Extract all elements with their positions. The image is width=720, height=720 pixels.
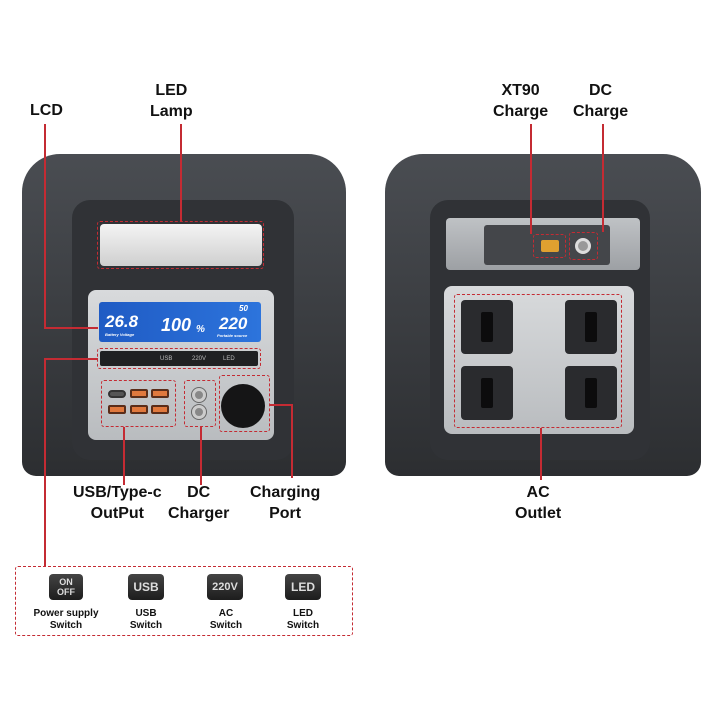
label-line: Lamp (150, 103, 193, 120)
label-line: AC (218, 608, 234, 619)
power-switch-icon: ON OFF (49, 574, 83, 600)
ac-button[interactable]: 220V (192, 356, 207, 362)
percent-unit: % (196, 324, 205, 335)
battery-voltage-label: Battery Voltage (105, 332, 135, 337)
label-line: Charge (493, 103, 549, 120)
output-label: Portable source (217, 333, 248, 338)
label-line: XT90 (501, 82, 540, 99)
label-line: DC (589, 82, 613, 99)
dc-port-1 (192, 388, 206, 402)
label-line: AC (526, 484, 550, 501)
usb-switch-icon: USB (128, 574, 164, 600)
ac-switch-icon: 220V (207, 574, 243, 600)
charging-port-cap (221, 384, 265, 428)
label-line: USB (135, 608, 157, 619)
type-c-port (108, 390, 126, 398)
led-button[interactable]: LED (223, 356, 235, 362)
label-dc-charger: DC Charger (168, 482, 229, 524)
label-line: Switch (209, 620, 243, 631)
switch-legend (15, 566, 353, 636)
lcd-screen: 26.8 Battery Voltage 100 % 220 Portable … (99, 302, 261, 342)
label-led-lamp: LED Lamp (150, 80, 193, 122)
frequency: 50 (239, 304, 248, 313)
output-voltage: 220 (219, 314, 248, 333)
label-lcd: LCD (30, 102, 63, 119)
battery-percent: 100 (161, 315, 192, 335)
label-line: LED (155, 82, 188, 99)
label-line: Outlet (515, 505, 562, 522)
led-switch-icon: LED (285, 574, 321, 600)
label-line: Charging (250, 484, 321, 501)
label-ac-outlet: AC Outlet (515, 482, 561, 524)
xt90-port (541, 240, 559, 252)
dc-charge-port (575, 238, 591, 254)
label-line: OutPut (90, 505, 144, 522)
label-line: Switch (49, 620, 83, 631)
label-line: USB/Type-c (73, 484, 162, 501)
label-line: Charge (573, 103, 629, 120)
label-line: Switch (286, 620, 320, 631)
battery-voltage: 26.8 (105, 312, 139, 331)
label-line: Switch (129, 620, 163, 631)
button-strip: USB 220V LED (100, 351, 258, 366)
label-line: Port (269, 505, 302, 522)
label-line: LED (293, 608, 313, 619)
label-line: Charger (168, 505, 230, 522)
label-dc-charge: DC Charge (573, 80, 628, 122)
label-line: DC (187, 484, 211, 501)
led-lamp (100, 224, 262, 266)
usb-button[interactable]: USB (160, 356, 173, 362)
label-line: Power supply (33, 608, 99, 619)
dc-port-2 (192, 405, 206, 419)
